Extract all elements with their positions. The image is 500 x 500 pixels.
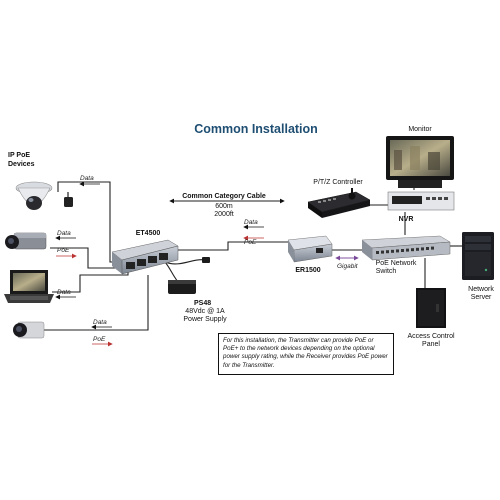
poe-switch-icon (361, 235, 451, 261)
monitor-label: Monitor (408, 126, 432, 133)
et4500-label: ET4500 (136, 230, 161, 237)
arrow-box-data: Data (55, 230, 76, 241)
dome-camera-icon (15, 181, 53, 210)
cable-dimension: Common Category Cable 600m 2000ft (169, 193, 285, 218)
cables (44, 178, 462, 331)
access-control-panel-icon (416, 288, 446, 328)
access-panel-label-2: Panel (422, 341, 440, 348)
svg-text:Gigabit: Gigabit (337, 263, 359, 270)
arrow-box-poe: PoE (56, 247, 77, 259)
ptz-label: P/T/Z Controller (313, 179, 363, 186)
er1500-label: ER1500 (295, 267, 320, 274)
svg-text:Data: Data (80, 175, 94, 182)
er1500-receiver-icon (287, 235, 333, 263)
svg-text:PoE: PoE (57, 247, 70, 254)
ps48-label: PS48 (194, 300, 211, 307)
arrow-link-poe: PoE (243, 235, 264, 246)
arrow-cam-poe: PoE (92, 336, 113, 347)
svg-text:Data: Data (244, 219, 258, 226)
bullet-camera-icon (13, 321, 45, 339)
arrow-cam-data: Data (91, 319, 112, 330)
ps48-power-supply-icon (168, 257, 210, 294)
poe-switch-label-2: Switch (376, 268, 397, 275)
et4500-transmitter-icon (111, 239, 179, 275)
arrow-gigabit: Gigabit (335, 255, 359, 270)
ps48-spec-1: 48Vdc @ 1A (185, 308, 225, 315)
svg-text:Data: Data (57, 230, 71, 237)
nvr-icon (387, 191, 455, 211)
installation-note: For this installation, the Transmitter c… (218, 333, 394, 375)
ps48-spec-2: Power Supply (183, 316, 227, 323)
svg-text:600m: 600m (215, 203, 233, 210)
dome-adapter-icon (64, 192, 73, 207)
ip-poe-devices-label-2: Devices (8, 161, 35, 168)
svg-text:2000ft: 2000ft (214, 211, 234, 218)
network-server-label-1: Network (468, 286, 494, 293)
arrow-dome-data: Data (79, 175, 100, 187)
arrow-link-data: Data (243, 219, 264, 230)
svg-text:Data: Data (93, 319, 107, 326)
monitor-icon (386, 136, 454, 188)
network-server-icon (462, 232, 494, 280)
arrow-laptop-data: Data (55, 289, 76, 300)
box-camera-icon (5, 232, 47, 250)
ip-poe-devices-label-1: IP PoE (8, 152, 30, 159)
nvr-label: NVR (399, 216, 414, 223)
page-title: Common Installation (194, 122, 318, 136)
svg-text:Data: Data (57, 289, 71, 296)
svg-text:PoE: PoE (93, 336, 106, 343)
poe-switch-label-1: PoE Network (376, 260, 417, 267)
svg-text:PoE: PoE (244, 239, 257, 246)
svg-text:Common Category Cable: Common Category Cable (182, 193, 266, 200)
laptop-icon (4, 270, 54, 303)
ptz-controller-icon (307, 188, 371, 218)
network-server-label-2: Server (471, 294, 492, 301)
access-panel-label-1: Access Control (407, 333, 455, 340)
